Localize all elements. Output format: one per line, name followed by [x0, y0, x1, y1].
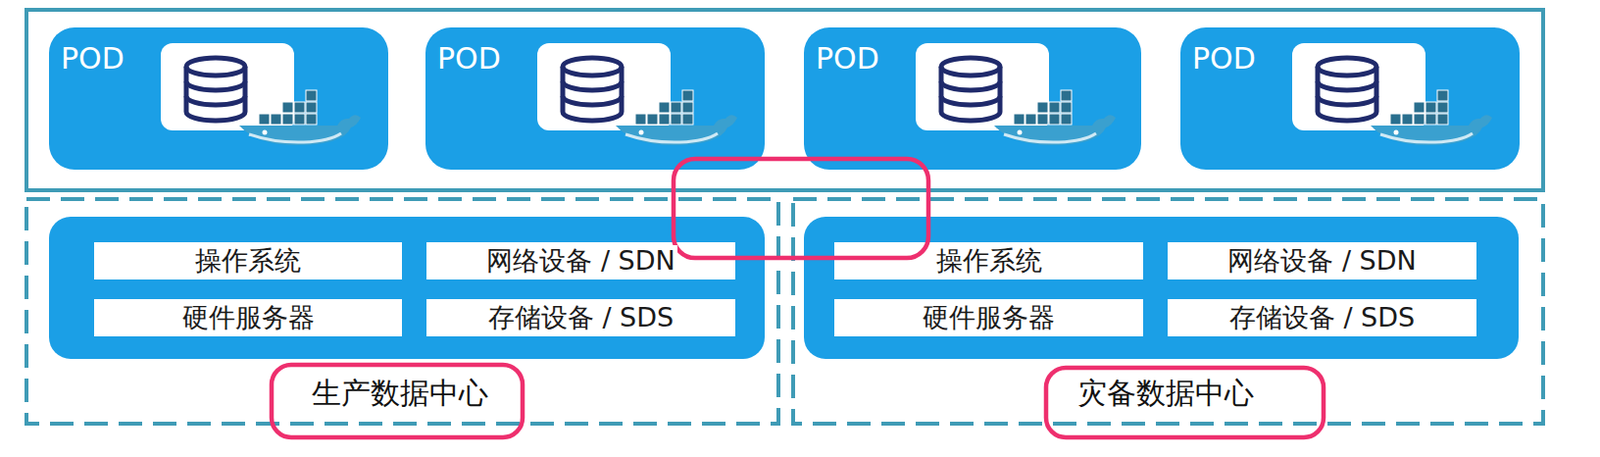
- region-label: 生产数据中心: [311, 375, 489, 411]
- component-label: 网络设备 / SDN: [1225, 245, 1418, 277]
- pod-label: POD: [60, 41, 125, 77]
- component-label: 硬件服务器: [920, 301, 1057, 334]
- highlight-box: [1046, 367, 1324, 438]
- pod-box: POD: [49, 27, 389, 170]
- infra-panel: [803, 216, 1519, 359]
- pod-icon: [537, 43, 738, 146]
- infra-component-box: 存储设备 / SDS: [426, 299, 736, 337]
- component-label: 存储设备 / SDS: [1227, 301, 1417, 334]
- infra-component-box: 存储设备 / SDS: [1167, 299, 1477, 337]
- component-label: 硬件服务器: [180, 301, 317, 334]
- pod-icon: [1292, 43, 1493, 146]
- infra-component-box: 网络设备 / SDN: [1167, 242, 1477, 280]
- pod-icon: [915, 43, 1116, 146]
- component-label: 网络设备 / SDN: [484, 245, 677, 277]
- dashed-region: [793, 199, 1544, 424]
- infra-component-box: 硬件服务器: [94, 299, 402, 337]
- component-label: 操作系统: [934, 245, 1045, 277]
- infra-component-box: 操作系统: [834, 242, 1144, 280]
- highlight-box: [673, 158, 929, 258]
- infra-component-box: 网络设备 / SDN: [426, 242, 736, 280]
- infra-component-box: 硬件服务器: [834, 299, 1144, 337]
- pod-label: POD: [1192, 41, 1256, 77]
- pod-box: POD: [1180, 27, 1520, 170]
- data-center-region: 生产数据中心 操作系统 网络设备 / SDN 硬件服务器 存储设备 / SDS: [26, 199, 779, 424]
- component-label: 存储设备 / SDS: [486, 301, 676, 334]
- pod-box: POD: [803, 27, 1142, 170]
- component-label: 操作系统: [193, 245, 303, 277]
- container-band: [26, 9, 1544, 191]
- dashed-region: [26, 199, 779, 424]
- region-label: 灾备数据中心: [1077, 375, 1254, 411]
- pod-icon: [160, 43, 361, 146]
- pod-label: POD: [815, 41, 880, 77]
- pod-box: POD: [425, 27, 765, 170]
- data-center-region: 灾备数据中心 操作系统 网络设备 / SDN 硬件服务器 存储设备 / SDS: [793, 199, 1544, 424]
- highlight-box: [271, 364, 523, 438]
- infra-component-box: 操作系统: [94, 242, 402, 280]
- pod-label: POD: [437, 41, 501, 77]
- infra-panel: [49, 216, 765, 359]
